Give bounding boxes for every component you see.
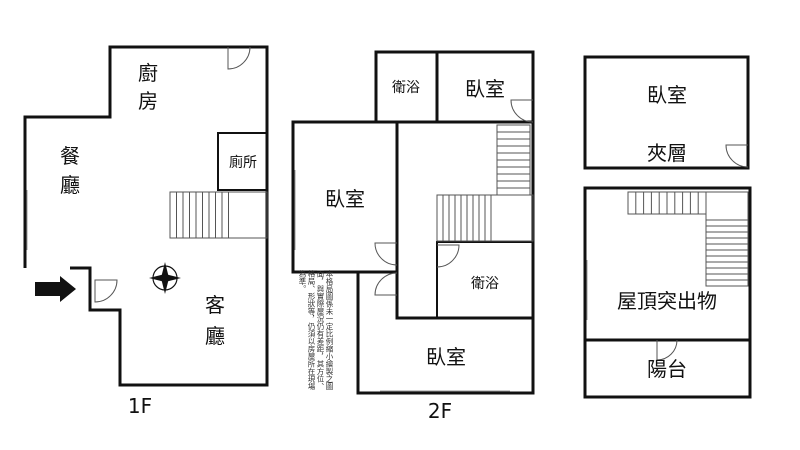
door-bedroom-left: [374, 242, 398, 266]
entrance-arrow-icon: [35, 276, 76, 302]
disclaimer-note: 本格局圖係未一定比例縮小繪製之圖面，與實際屋況仍有差距，其方位、格局、形狀等，仍…: [298, 270, 334, 390]
compass-icon: [149, 262, 181, 294]
living-label: 客: [205, 293, 225, 317]
stairs-1f: [169, 191, 268, 239]
bedroom-bottom-2f: [356, 270, 535, 395]
floor-2f: 衛浴 臥室 臥室 衛浴 臥室 2F: [291, 50, 535, 423]
hall-2f: [395, 120, 535, 320]
floor-label-2f: 2F: [428, 399, 452, 423]
door-bedroom-top: [510, 99, 534, 123]
toilet-room-1f: [217, 132, 268, 191]
kitchen-label-2: 房: [138, 89, 158, 113]
door-kitchen: [227, 46, 251, 70]
door-bath-mid: [436, 244, 460, 268]
living-label-2: 廳: [205, 324, 225, 348]
bedroom-top-label: 臥室: [465, 77, 505, 101]
bedroom-mezzanine-3f: [583, 55, 750, 170]
bedroom-bottom-label: 臥室: [426, 345, 466, 369]
balcony: [583, 338, 752, 399]
floor-label-1f: 1F: [128, 394, 152, 418]
door-bedroom-bottom: [374, 272, 398, 296]
rooftop-label: 屋頂突出物: [617, 289, 717, 313]
bedroom-3f-label: 臥室: [647, 83, 687, 107]
door-mezzanine: [725, 144, 749, 168]
bath-mid-2f: [436, 241, 534, 319]
door-balcony: [656, 339, 678, 361]
dining-label-2: 廳: [60, 173, 80, 197]
stairs-3f-lower: [705, 191, 749, 287]
kitchen-label: 廚: [138, 61, 158, 85]
door-entrance: [94, 279, 118, 303]
toilet-label: 廁所: [229, 154, 257, 171]
dining-label: 餐: [60, 144, 80, 168]
bath-mid-label: 衛浴: [471, 276, 499, 292]
floor-1f: 廚 房 餐 廳 廁所 客 廳 1F: [23, 45, 269, 418]
balcony-label: 陽台: [647, 357, 687, 381]
bath-top-label: 衛浴: [392, 80, 420, 96]
floor-3f: 臥室 夾層 屋頂突出物 陽台: [583, 55, 752, 399]
bedroom-left-label: 臥室: [325, 187, 365, 211]
floor-1f-outline: [23, 45, 269, 387]
mezzanine-label: 夾層: [647, 141, 687, 165]
